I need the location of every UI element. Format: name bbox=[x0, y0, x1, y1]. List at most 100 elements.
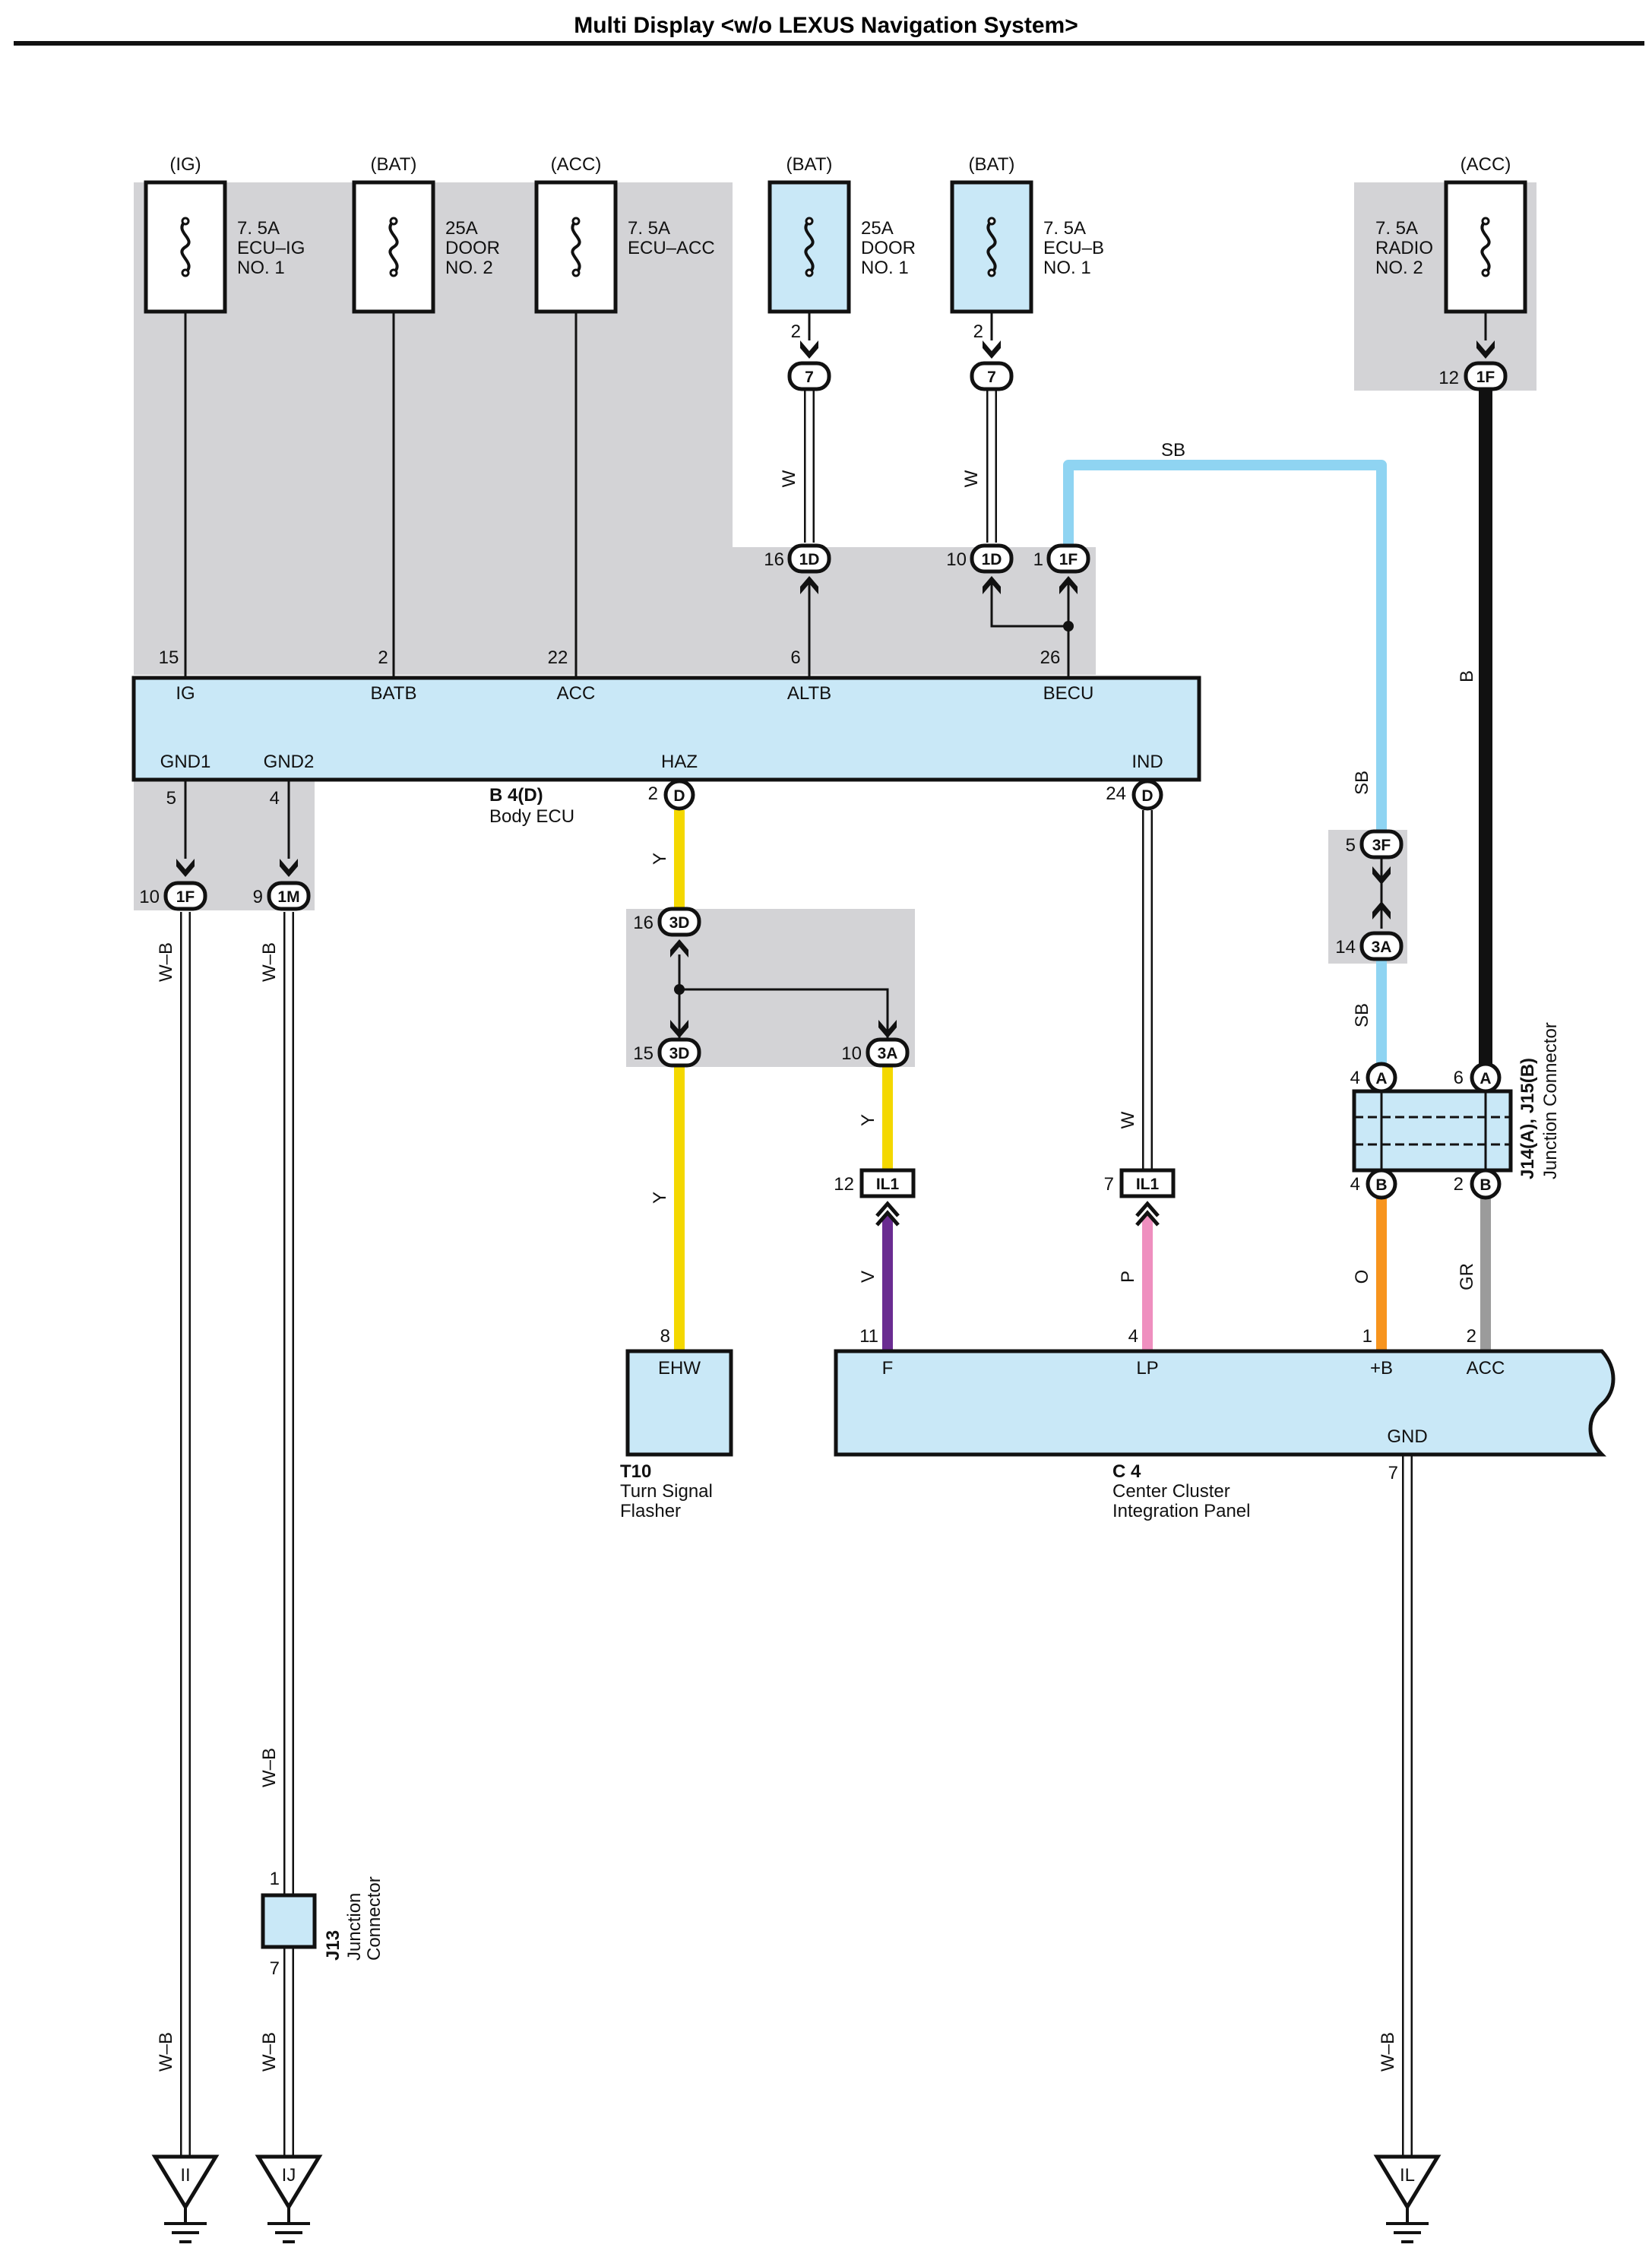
wire-label: W bbox=[961, 470, 982, 487]
svg-text:NO. 2: NO. 2 bbox=[1375, 258, 1423, 278]
svg-text:ECU–B: ECU–B bbox=[1043, 238, 1104, 258]
wire-becu-join bbox=[990, 584, 1068, 628]
svg-text:7: 7 bbox=[1104, 1174, 1114, 1195]
svg-text:NO. 2: NO. 2 bbox=[445, 258, 493, 278]
body-ecu-name: Body ECU bbox=[489, 806, 574, 827]
connector-1d-becu: 10 1D bbox=[946, 543, 1014, 594]
wire-label: W–B bbox=[156, 2032, 176, 2072]
c4-code: C 4 bbox=[1112, 1461, 1141, 1482]
fuse-ecu-b-no1: (BAT) 7. 5A ECU–B NO. 1 bbox=[950, 154, 1104, 314]
svg-text:10: 10 bbox=[841, 1043, 862, 1064]
svg-text:BECU: BECU bbox=[1043, 683, 1094, 704]
fuse-door-no2: (BAT) 25A DOOR NO. 2 bbox=[352, 154, 500, 314]
svg-text:IL: IL bbox=[1400, 2165, 1415, 2186]
title-rule bbox=[14, 41, 1644, 46]
svg-text:7: 7 bbox=[987, 369, 996, 386]
svg-text:B: B bbox=[1480, 1176, 1491, 1194]
svg-text:IJ: IJ bbox=[282, 2165, 296, 2186]
svg-text:1: 1 bbox=[1362, 1326, 1372, 1347]
svg-text:6: 6 bbox=[790, 647, 800, 668]
svg-text:ACC: ACC bbox=[557, 683, 596, 704]
arrow-down-icon bbox=[983, 340, 1001, 359]
j13-code: J13 bbox=[323, 1930, 343, 1961]
svg-text:GND2: GND2 bbox=[264, 752, 315, 772]
wire-label: GR bbox=[1457, 1263, 1477, 1290]
svg-text:4: 4 bbox=[1128, 1326, 1138, 1347]
svg-text:(IG): (IG) bbox=[169, 154, 201, 175]
svg-text:1D: 1D bbox=[982, 551, 1002, 568]
svg-text:+B: +B bbox=[1370, 1358, 1393, 1379]
svg-text:IG: IG bbox=[176, 683, 195, 704]
svg-text:3A: 3A bbox=[1372, 939, 1392, 956]
wire-label: P bbox=[1118, 1271, 1138, 1283]
svg-text:GND1: GND1 bbox=[160, 752, 211, 772]
svg-text:2: 2 bbox=[973, 321, 983, 342]
connector-3d-out: 15 3D bbox=[633, 1037, 701, 1068]
svg-text:2: 2 bbox=[1454, 1174, 1464, 1195]
wire-label: V bbox=[858, 1271, 878, 1283]
svg-text:HAZ: HAZ bbox=[661, 752, 698, 772]
svg-text:1F: 1F bbox=[176, 888, 195, 906]
svg-text:NO. 1: NO. 1 bbox=[237, 258, 285, 278]
fuse-ecu-ig: (IG) 7. 5A ECU–IG NO. 1 bbox=[144, 154, 305, 314]
wire-label: Y bbox=[858, 1114, 878, 1126]
svg-text:8: 8 bbox=[660, 1326, 670, 1347]
svg-text:ECU–ACC: ECU–ACC bbox=[628, 238, 715, 258]
splice-point-hazard bbox=[674, 984, 685, 995]
svg-text:ECU–IG: ECU–IG bbox=[237, 238, 305, 258]
svg-text:5: 5 bbox=[1346, 835, 1356, 856]
wire-label: W–B bbox=[259, 2032, 280, 2072]
svg-text:(BAT): (BAT) bbox=[786, 154, 833, 175]
svg-text:10: 10 bbox=[139, 887, 160, 907]
svg-text:2: 2 bbox=[648, 783, 658, 804]
svg-text:ACC: ACC bbox=[1467, 1358, 1505, 1379]
body-ecu: 15 IG 2 BATB 22 ACC 6 ALTB 26 BECU GND1 … bbox=[131, 647, 1201, 782]
svg-text:A: A bbox=[1375, 1070, 1387, 1087]
wire-label: W bbox=[779, 470, 799, 487]
j14-name: Junction Connector bbox=[1540, 1022, 1561, 1179]
pin-gnd2-num: 4 bbox=[270, 788, 280, 809]
connector-1f-becu: 1 1F bbox=[1033, 543, 1090, 594]
svg-text:(BAT): (BAT) bbox=[969, 154, 1015, 175]
svg-text:(ACC): (ACC) bbox=[1461, 154, 1511, 175]
connector-1f-gnd: 10 1F bbox=[139, 881, 207, 911]
wire-label: O bbox=[1352, 1270, 1372, 1284]
svg-text:2: 2 bbox=[791, 321, 801, 342]
svg-text:7: 7 bbox=[805, 369, 814, 386]
wire-label: B bbox=[1457, 670, 1477, 682]
center-cluster-panel: 11 F 4 LP 1 +B 2 ACC GND 7 bbox=[834, 1326, 1616, 1483]
pin-gnd1-num: 5 bbox=[166, 788, 176, 809]
svg-text:15: 15 bbox=[633, 1043, 654, 1064]
svg-text:EHW: EHW bbox=[658, 1358, 701, 1379]
ground-ii: II bbox=[151, 2154, 220, 2243]
svg-text:D: D bbox=[673, 787, 685, 805]
wire-3d-3a-link bbox=[679, 988, 889, 1041]
svg-text:IL1: IL1 bbox=[1136, 1176, 1160, 1193]
wire-label: Y bbox=[650, 853, 670, 865]
wire-label: W–B bbox=[1378, 2032, 1398, 2072]
svg-text:16: 16 bbox=[764, 549, 784, 570]
svg-text:ALTB: ALTB bbox=[787, 683, 831, 704]
svg-text:26: 26 bbox=[1040, 647, 1061, 668]
t10-code: T10 bbox=[620, 1461, 651, 1482]
svg-text:1D: 1D bbox=[799, 551, 820, 568]
svg-text:NO. 1: NO. 1 bbox=[861, 258, 909, 278]
connector-ecu-ind: 24 D bbox=[1106, 779, 1163, 811]
wire-label: SB bbox=[1352, 771, 1372, 795]
svg-text:2: 2 bbox=[378, 647, 388, 668]
svg-text:1: 1 bbox=[270, 1869, 280, 1889]
connector-il1-lp: 7 IL1 bbox=[1104, 1168, 1176, 1227]
svg-text:7: 7 bbox=[1388, 1463, 1398, 1483]
fuse-ecu-acc: (ACC) 7. 5A ECU–ACC bbox=[534, 154, 715, 314]
svg-text:3A: 3A bbox=[878, 1045, 898, 1062]
svg-text:DOOR: DOOR bbox=[445, 238, 500, 258]
svg-text:II: II bbox=[180, 2165, 190, 2186]
svg-text:14: 14 bbox=[1335, 937, 1356, 958]
junction-connector-j13: 1 7 bbox=[261, 1869, 317, 1979]
fuse-door-no1: (BAT) 25A DOOR NO. 1 bbox=[767, 154, 916, 314]
svg-text:4: 4 bbox=[1350, 1068, 1360, 1088]
svg-text:2: 2 bbox=[1467, 1326, 1476, 1347]
svg-text:15: 15 bbox=[159, 647, 179, 668]
wire-label: SB bbox=[1352, 1003, 1372, 1027]
svg-text:DOOR: DOOR bbox=[861, 238, 916, 258]
